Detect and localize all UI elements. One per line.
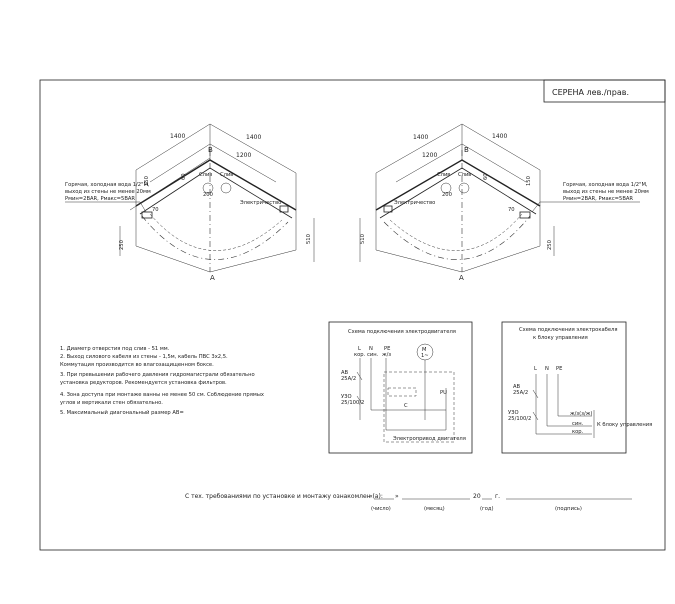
motor-capacitor-label: С [404,403,408,409]
left-drain-1-label: Слив [199,172,212,178]
title-text: СЕРЕНА лев./прав. [552,88,629,97]
left-water-inlet-icon [141,211,153,219]
signature-year-suffix: г. [495,493,500,500]
control-pe-label: PE [556,366,562,372]
left-electric-box-icon [279,205,289,213]
left-note-1: Горячая, холодная вода 1/2"М, [65,182,150,188]
right-dim-250: 250 [547,240,553,250]
signature-label-day: (число) [371,506,391,512]
left-dim-1400-b: 1400 [246,134,261,141]
left-dim-1400-a: 1400 [170,133,185,140]
signature-year: 20 [473,493,481,500]
signature-label-month: (месяц) [424,506,445,512]
right-plan: 1400 1400 1200 B A Слив Слив 200 60 150 … [359,123,649,282]
signature-quote-close: » [395,493,399,500]
left-drain-2-icon [220,182,232,194]
right-drain-2-label: Слив [458,172,471,178]
motor-bottom-label: Электропривод двигателя [393,436,466,442]
motor-schema-title: Схема подключения электродвигателя [348,329,456,335]
note-5: 5. Максимальный диагональный размер АВ= [60,409,184,416]
control-n-label: N [545,366,549,372]
control-uzo-rating: 25/100/2 [508,416,531,422]
signature-label-year: (год) [480,506,494,512]
right-electric-label: Электричество [394,200,435,206]
signature-text: С тех. требованиями по установке и монта… [185,493,383,500]
motor-uzo-rating: 25/100/2 [341,400,364,406]
left-note-3: Pмин=2BAR, Pмакс=5BAR [65,196,135,202]
installation-notes: 1. Диаметр отверстия под слив - 51 мм. 2… [60,346,264,416]
right-note-2: выход из стены не менее 20мм [563,189,649,195]
note-2-cont: Коммутация производится во влагозащищенн… [60,362,214,368]
motor-uzo-label: УЗО [341,394,352,400]
right-dim-1400-b: 1400 [492,133,507,140]
left-dim-60: 60 [181,173,187,180]
signature-line: С тех. требованиями по установке и монта… [185,493,632,512]
motor-breaker-rating: 25А/2 [341,376,356,382]
control-schema-title-2: к блоку управления [533,335,588,341]
right-drain-1-icon [440,182,452,194]
motor-pe-label: PE [384,346,390,352]
control-l-label: L [534,366,537,372]
control-block-label: К блоку управления [597,422,652,428]
left-dim-1200: 1200 [236,152,251,159]
right-drain-1-label: Слив [437,172,450,178]
motor-phase: 1~ [421,353,429,359]
control-out-1: ж/з(з/ж) [570,411,592,417]
right-water-inlet-icon [519,211,531,219]
motor-n-sub: син. [367,352,379,358]
motor-pu-label: PU [440,390,447,396]
left-label-a: A [210,274,215,282]
note-1: 1. Диаметр отверстия под слив - 51 мм. [60,346,170,352]
note-3-cont: установка редукторов. Рекомендуется уста… [60,380,227,386]
right-drain-2-icon [458,182,470,194]
control-out-3: кор. [572,429,584,435]
control-uzo-label: УЗО [508,410,519,416]
right-dim-150: 150 [526,176,532,186]
motor-wiring-schema: Схема подключения электродвигателя L N P… [328,321,473,454]
motor-breaker-label: АВ [341,370,349,376]
left-drain-2-label: Слив [220,172,233,178]
note-2: 2. Выход силового кабеля из стены - 1,5м… [60,354,228,360]
right-electric-box-icon [383,205,393,213]
right-dim-70: 70 [508,207,515,213]
right-dim-1200: 1200 [422,152,437,159]
left-dim-150: 150 [144,176,150,186]
left-d200: 200 [203,192,213,198]
control-out-2: син. [572,421,584,427]
left-dim-70: 70 [152,207,159,213]
motor-l-label: L [358,346,361,352]
right-dim-1400-a: 1400 [413,134,428,141]
right-note-1: Горячая, холодная вода 1/2"М, [563,182,648,188]
motor-l-sub: кор. [354,352,366,358]
left-dim-510: 510 [306,234,312,244]
title-box: СЕРЕНА лев./прав. [543,79,666,103]
control-breaker-label: АВ [513,384,521,390]
left-note-2: выход из стены не менее 20мм [65,189,151,195]
left-drain-1-icon [202,182,214,194]
note-4: 4. Зона доступа при монтаже ванны не мен… [60,392,264,398]
note-4-cont: углов и вертикали стен обязательно. [60,400,163,406]
right-label-b: B [464,146,469,154]
motor-n-label: N [369,346,373,352]
signature-label-sign: (подпись) [555,506,582,512]
left-plan: 1400 1400 1200 B A Слив Слив 200 60 150 … [65,123,315,282]
right-note-3: Pмин=2BAR, Pмакс=5BAR [563,196,633,202]
right-label-a: A [459,274,464,282]
right-dim-60: 60 [483,173,489,180]
control-schema-title-1: Схема подключения электрокабеля [519,327,618,333]
right-d200: 200 [442,192,452,198]
left-electric-label: Электричество [240,200,281,206]
control-wiring-schema: Схема подключения электрокабеля к блоку … [501,321,652,454]
control-breaker-rating: 25А/2 [513,390,528,396]
motor-label: М [422,347,426,353]
note-3: 3. При превышении рабочего давления гидр… [60,372,255,378]
right-dim-510: 510 [360,234,366,244]
left-dim-250: 250 [119,240,125,250]
signature-quote-open: « [369,493,373,500]
motor-pe-sub: ж/з [382,352,391,358]
drawing-frame [39,79,666,551]
left-label-b: B [208,146,213,154]
